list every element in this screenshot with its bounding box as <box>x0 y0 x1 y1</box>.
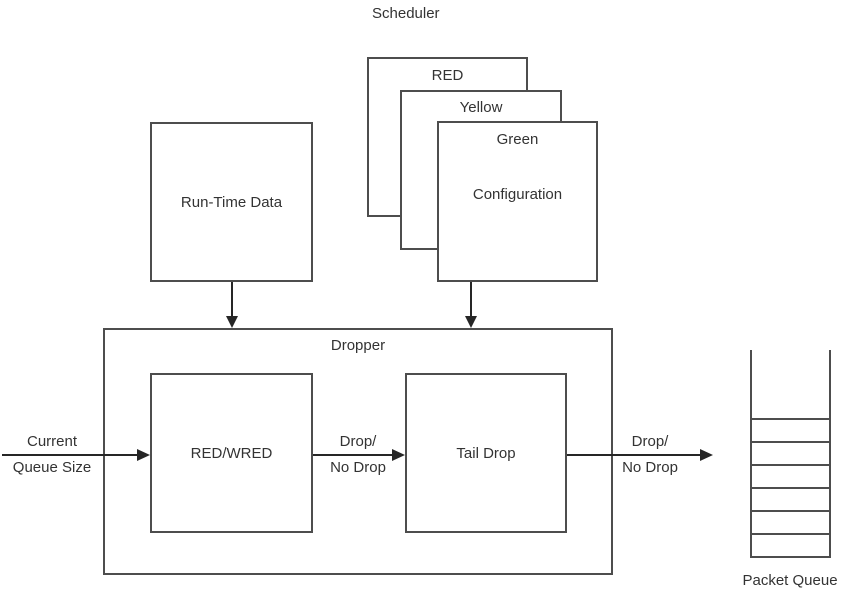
runtime-to-dropper-arrowhead-icon <box>226 316 238 328</box>
config-box-red-label: RED <box>431 67 464 84</box>
runtime-to-dropper-arrow-line <box>231 282 233 318</box>
output-arrow-line <box>567 454 701 456</box>
mid-arrow-label-line1: Drop/ <box>339 433 377 450</box>
queue-cell <box>752 464 829 487</box>
mid-arrow-label: Drop/ No Drop <box>316 433 400 477</box>
input-arrow-line <box>2 454 139 456</box>
queue-cell <box>752 510 829 533</box>
tail-drop-box: Tail Drop <box>405 373 567 533</box>
output-arrowhead-icon <box>700 449 713 461</box>
queue-cell <box>752 487 829 510</box>
config-to-dropper-arrow-line <box>470 282 472 318</box>
input-arrow-label-line1: Current <box>26 433 78 450</box>
scheduler-label: Scheduler <box>372 5 440 22</box>
mid-arrowhead-icon <box>392 449 405 461</box>
queue-cell <box>752 533 829 556</box>
input-arrow-label-line2: Queue Size <box>12 459 92 476</box>
packet-queue-label: Packet Queue <box>742 572 838 589</box>
queue-cell <box>752 418 829 441</box>
config-box-green-label: Green <box>496 131 539 148</box>
dropper-label: Dropper <box>330 337 386 354</box>
input-arrowhead-icon <box>137 449 150 461</box>
packet-queue <box>750 350 831 558</box>
output-arrow-label: Drop/ No Drop <box>608 433 692 477</box>
mid-arrow-line <box>313 454 393 456</box>
tail-drop-label: Tail Drop <box>456 444 516 462</box>
queue-cell <box>752 441 829 464</box>
red-wred-box: RED/WRED <box>150 373 313 533</box>
runtime-data-label: Run-Time Data <box>180 193 283 211</box>
config-box-configuration-label: Configuration <box>472 186 563 203</box>
red-wred-label: RED/WRED <box>190 444 273 462</box>
runtime-data-box: Run-Time Data <box>150 122 313 282</box>
output-arrow-label-line1: Drop/ <box>631 433 669 450</box>
output-arrow-label-line2: No Drop <box>622 459 678 476</box>
config-box-green: Green Configuration <box>437 121 598 282</box>
input-arrow-label: Current Queue Size <box>0 433 104 477</box>
mid-arrow-label-line2: No Drop <box>330 459 386 476</box>
config-to-dropper-arrowhead-icon <box>465 316 477 328</box>
config-box-yellow-label: Yellow <box>459 99 503 116</box>
